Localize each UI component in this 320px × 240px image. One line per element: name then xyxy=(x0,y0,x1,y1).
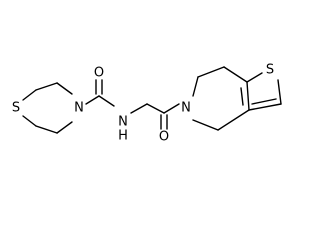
atom-label-n: N xyxy=(74,101,84,116)
bond xyxy=(35,82,58,91)
bond xyxy=(192,76,199,97)
atom-label-o: O xyxy=(159,130,169,145)
bond xyxy=(146,103,165,114)
bond xyxy=(163,103,180,114)
thiomorpholine-ring xyxy=(22,82,73,134)
bond xyxy=(217,109,250,131)
bond xyxy=(98,95,115,107)
atom-label-s: S xyxy=(266,63,274,78)
bond xyxy=(22,115,37,127)
bond xyxy=(192,119,219,131)
double-bond xyxy=(246,81,250,111)
atom-label-n: N xyxy=(181,101,191,116)
bond xyxy=(246,72,263,83)
bond xyxy=(197,66,225,78)
double-bond xyxy=(248,103,282,111)
bond xyxy=(223,66,248,83)
atom-label-h: H xyxy=(118,129,128,144)
atom-label-n: N xyxy=(118,115,128,130)
atom-label-o: O xyxy=(94,66,104,81)
thienopyridine-bicycle xyxy=(192,66,282,131)
bond xyxy=(22,89,37,101)
bond xyxy=(56,82,73,95)
atom-label-s: S xyxy=(12,101,20,116)
bond xyxy=(277,79,282,105)
double-bond xyxy=(251,98,277,105)
bond xyxy=(85,95,100,105)
bond xyxy=(56,121,73,134)
carboxamide-linker xyxy=(85,79,180,130)
double-bond xyxy=(240,87,244,106)
bond xyxy=(35,125,58,134)
bond xyxy=(130,103,148,114)
molecule-structure: O N S N H O N S xyxy=(12,63,282,145)
